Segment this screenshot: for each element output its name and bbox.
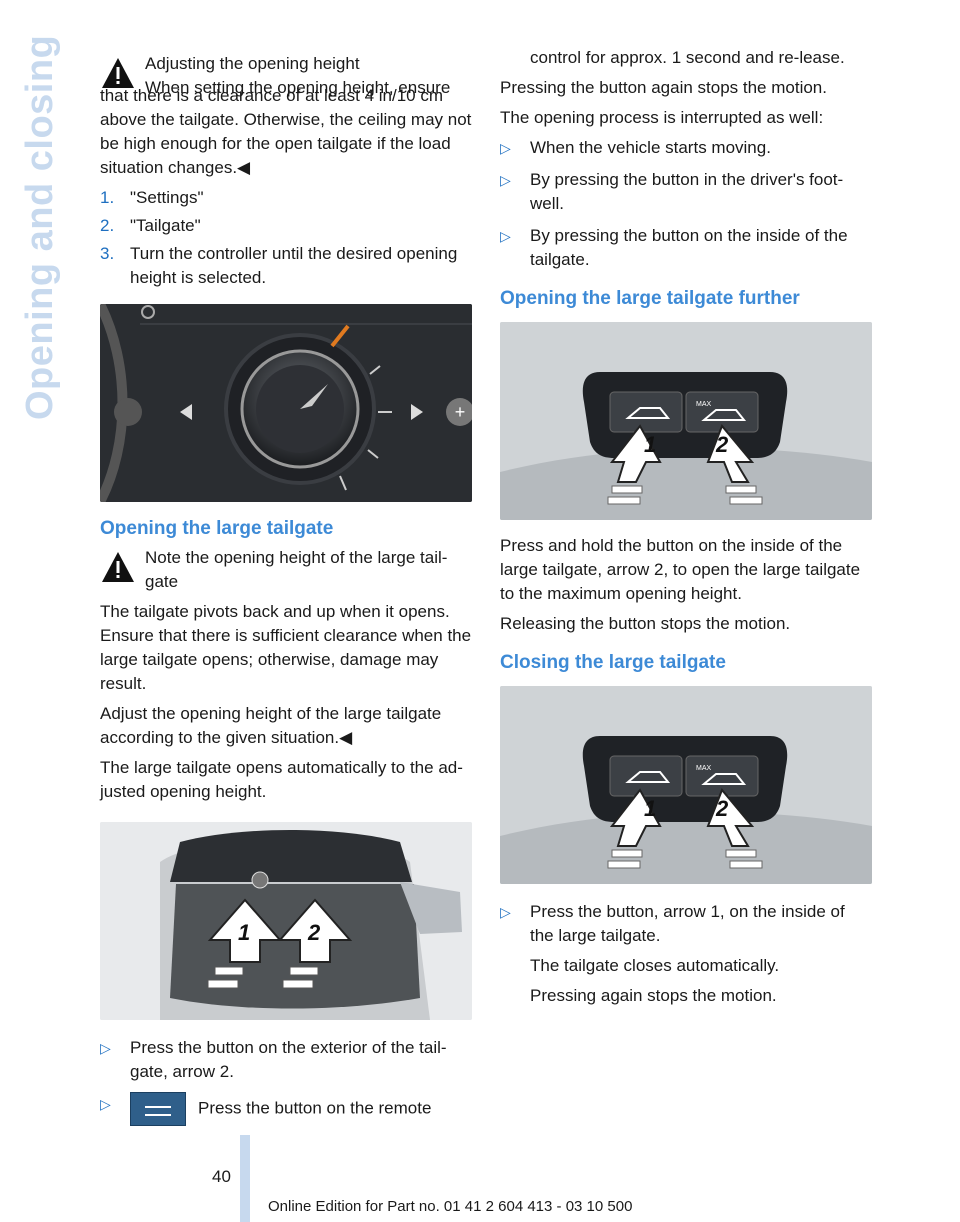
controller-dial-icon: + bbox=[100, 304, 472, 502]
car-rear-image: 1 2 bbox=[100, 822, 472, 1020]
paragraph: Pressing the button again stops the moti… bbox=[500, 78, 827, 97]
step-item: 1."Settings" bbox=[100, 188, 204, 207]
section-heading: Opening the large tailgate bbox=[100, 518, 334, 539]
step-item: 2."Tailgate" bbox=[100, 216, 201, 235]
bullet-icon: ▷ bbox=[500, 904, 511, 920]
remote-tailgate-button-icon bbox=[130, 1092, 186, 1126]
warning-opening-height-note: Note the opening height of the large tai… bbox=[100, 546, 472, 594]
sub-paragraph: Pressing again stops the motion. bbox=[530, 986, 777, 1005]
bullet-icon: ▷ bbox=[100, 1040, 111, 1056]
continued-text: control for approx. 1 second and re-leas… bbox=[530, 48, 845, 67]
svg-text:+: + bbox=[455, 402, 466, 422]
warning-title: Note the opening height of the large tai… bbox=[145, 548, 448, 591]
paragraph: Press and hold the button on the inside … bbox=[500, 536, 861, 603]
svg-text:1: 1 bbox=[238, 920, 250, 945]
bullet-icon: ▷ bbox=[100, 1096, 111, 1112]
sub-paragraph: The tailgate closes automatically. bbox=[530, 956, 780, 975]
svg-text:2: 2 bbox=[307, 920, 321, 945]
svg-text:MAX: MAX bbox=[696, 401, 712, 408]
inside-tailgate-buttons-image: MAX 1 2 bbox=[500, 322, 872, 520]
bullet-item: ▷By pressing the button on the inside of… bbox=[500, 224, 872, 272]
footer-text: Online Edition for Part no. 01 41 2 604 … bbox=[268, 1198, 633, 1215]
paragraph: Adjust the opening height of the large t… bbox=[100, 704, 442, 747]
page-number: 40 bbox=[212, 1167, 231, 1186]
paragraph: The large tailgate opens automatically t… bbox=[100, 758, 463, 801]
warning-opening-height: Adjusting the opening height When settin… bbox=[100, 52, 472, 100]
svg-text:1: 1 bbox=[644, 796, 656, 821]
inside-tailgate-buttons-image-close: MAX 1 2 bbox=[500, 686, 872, 884]
bullet-item: ▷ Press the button on the exterior of th… bbox=[100, 1036, 472, 1084]
svg-text:1: 1 bbox=[644, 432, 656, 457]
warning-body: The tailgate pivots back and up when it … bbox=[100, 602, 472, 693]
tailgate-arrows-icon: 1 2 bbox=[100, 822, 472, 1020]
tailgate-buttons-icon: MAX 1 2 bbox=[500, 322, 872, 520]
bullet-item: ▷ Press the button, arrow 1, on the insi… bbox=[500, 900, 872, 1014]
bullet-icon: ▷ bbox=[500, 228, 511, 244]
svg-text:MAX: MAX bbox=[696, 765, 712, 772]
warning-icon bbox=[102, 58, 134, 88]
paragraph: The opening process is interrupted as we… bbox=[500, 108, 824, 127]
section-heading: Closing the large tailgate bbox=[500, 652, 726, 673]
footer-bar bbox=[240, 1135, 250, 1222]
right-column: control for approx. 1 second and re-leas… bbox=[500, 48, 872, 1022]
section-side-title: Opening and closing bbox=[19, 34, 61, 420]
warning-body: that there is a clearance of at least 4 … bbox=[100, 86, 472, 177]
section-heading: Opening the large tailgate further bbox=[500, 288, 800, 309]
bullet-icon: ▷ bbox=[500, 140, 511, 156]
bullet-item: ▷By pressing the button in the driver's … bbox=[500, 168, 872, 216]
warning-icon bbox=[102, 552, 134, 582]
warning-title: Adjusting the opening height bbox=[145, 54, 360, 73]
bullet-icon: ▷ bbox=[500, 172, 511, 188]
svg-text:2: 2 bbox=[715, 432, 729, 457]
tailgate-buttons-icon: MAX 1 2 bbox=[500, 686, 872, 884]
svg-text:2: 2 bbox=[715, 796, 729, 821]
controller-display-image: + bbox=[100, 304, 472, 502]
warning-line: When setting the opening height, ensure bbox=[145, 78, 451, 97]
paragraph: Releasing the button stops the motion. bbox=[500, 614, 791, 633]
step-item: 3.Turn the controller until the desired … bbox=[100, 244, 458, 287]
left-column: Adjusting the opening height When settin… bbox=[100, 52, 472, 1134]
bullet-item: ▷When the vehicle starts moving. bbox=[500, 136, 872, 160]
bullet-item: ▷ Press the button on the remote bbox=[100, 1092, 472, 1126]
